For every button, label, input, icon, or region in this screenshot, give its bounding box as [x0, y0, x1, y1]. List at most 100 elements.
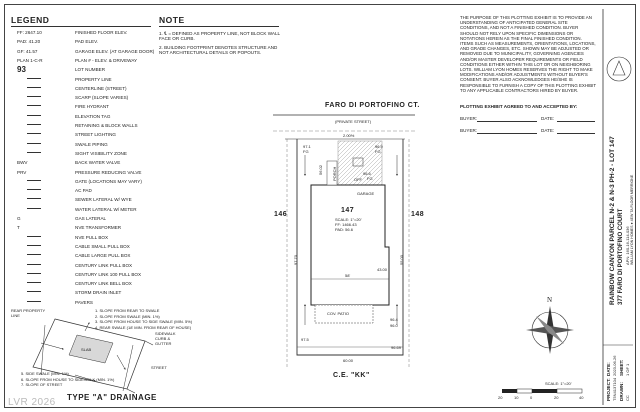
drawn-value: CC [625, 395, 630, 401]
slope-top-label: 2.00% [343, 133, 355, 138]
legend-item-label: LOT NUMBER [75, 67, 106, 73]
project-label: PROJECT: [606, 378, 611, 401]
legend-line-icon [27, 235, 41, 239]
ce-label: C.E. "KK" [333, 372, 370, 379]
drainage-note-top: 4. REAR SWALE (18' MIN. FROM REAR OF HOU… [95, 324, 192, 330]
off-label: OFF [354, 177, 362, 182]
legend-line-icon [27, 198, 41, 201]
dim-label-rear: 60.00 [343, 358, 354, 363]
right-lot-label: 148 [411, 211, 425, 218]
legend-line-icon [27, 133, 41, 136]
scale-bar-label: SCALE: 1"=20' [545, 381, 572, 386]
drainage-diagram [32, 318, 154, 394]
elev-label-6: 96.0 [390, 323, 398, 328]
house-footprint [310, 184, 390, 306]
elev-label-1: 97.1 [303, 144, 311, 149]
legend-item-label: CABLE SMALL PULL BOX [75, 243, 130, 249]
scale-bar [502, 388, 583, 394]
buyer-label-2: BUYER: [460, 128, 478, 133]
legend-item-label: WATER LATERAL W/ METER [75, 206, 137, 212]
drainage-sidewalk-label: SIDEWALK CURB & GUTTER [155, 331, 176, 346]
buyer-signature-line-2[interactable] [477, 133, 537, 134]
elev-fg-1: FG [303, 149, 309, 154]
svg-text:N: N [547, 296, 552, 304]
plot-plan-sheet: LEGEND FF: 2647.10 FINISHED FLOOR ELEV. PA… [4, 4, 636, 408]
scale-tick-4: 20 [554, 395, 559, 400]
date-line-2[interactable] [557, 133, 595, 134]
legend-title: LEGEND [11, 15, 50, 25]
date-label-1: DATE: [541, 116, 555, 121]
north-arrow-icon: N [526, 296, 574, 354]
legend-item-label: PAD ELEV. [75, 39, 98, 45]
note-title: NOTE [159, 15, 185, 25]
drainage-note-top: 2. SLOPE FROM SWALE (MIN. 1%) [95, 313, 160, 319]
legend-item-label: PROPERTY LINE [75, 76, 112, 82]
legend-item-label: STORM DRAIN INLET [75, 290, 122, 296]
purpose-disclaimer: THE PURPOSE OF THIS PLOTTING EXHIBIT IS … [460, 15, 596, 93]
scale-tick-1: 20 [498, 395, 503, 400]
legend-item-label: AC PAD [75, 188, 92, 194]
legend-line-icon [27, 179, 41, 183]
legend-line-icon [27, 244, 41, 248]
sheet-value: 1 OF 1 [625, 363, 630, 376]
legend-line-icon [27, 254, 41, 257]
scale-tick-2: 10 [514, 395, 519, 400]
drainage-note-bottom: 6. SLOPE FROM HOUSE TO SIDEWALK (MIN. 1%… [21, 376, 115, 382]
elev-label-2: 96.9 [375, 144, 383, 149]
legend-item-label: RETAINING & BLOCK WALLS [75, 123, 138, 128]
legend-item-label: FINISHED FLOOR ELEV. [75, 30, 128, 35]
legend-item-label: GATE (LOCATIONS MAY VARY) [75, 178, 142, 184]
date-line-1[interactable] [557, 121, 595, 122]
legend-item-label: SWALE PIPING [75, 141, 108, 147]
site-plan-drawing: N [32, 9, 633, 405]
ff-label: FF: 1466.43 [335, 222, 357, 227]
legend-symbol: FF: 2647.10 [17, 30, 42, 35]
drainage-note-top: 1. SLOPE FROM REAR TO SWALE [95, 308, 160, 313]
builder-logo-icon [606, 56, 632, 82]
legend-item-label: CABLE LARGE PULL BOX [75, 253, 131, 259]
lot-number-label: 147 [341, 207, 355, 214]
note-line-2: 2. BUILDING FOOTPRINT DENOTES STRUCTURE … [159, 45, 278, 56]
left-lot-label: 146 [274, 211, 288, 218]
covered-patio-outline [314, 304, 374, 324]
date-label-2: DATE: [541, 128, 555, 133]
legend-line-icon [27, 77, 41, 81]
legend-item-label: ELEVATION TAG [75, 113, 111, 119]
legend-symbol: BWV [17, 160, 28, 166]
legend-item-label: PLAN # - ELEV. & DRIVEWAY [75, 57, 138, 63]
dim-label-58: 58' [345, 273, 351, 278]
legend-line-icon [27, 124, 41, 127]
buyer-label-1: BUYER: [460, 116, 478, 121]
sheet-label: SHEET: [619, 359, 624, 376]
scale-tick-3: 0 [530, 395, 533, 400]
dim-label-side-left: 97.70 [293, 254, 298, 265]
drainage-rear-label: REAR PROPERTY LINE [11, 308, 46, 318]
legend-line-icon [27, 189, 41, 192]
drainage-slab-label: SLAB [81, 347, 92, 352]
legend-line-icon [27, 96, 41, 99]
lot-boundary [296, 139, 404, 356]
legend-symbol: PRV [17, 169, 27, 175]
legend-item-label: CENTURY LINK PULL BOX [75, 262, 133, 268]
title-main: RAINBOW CANYON PARCEL N-2 & N-3 PH-2 - L… [609, 136, 616, 305]
elev-fg-2: FG [375, 149, 381, 154]
buyer-signature-line-1[interactable] [477, 121, 537, 122]
legend-item-label: STREET LIGHTING [75, 132, 117, 138]
legend-line-icon [27, 272, 41, 276]
legend-line-icon [27, 142, 41, 146]
legend-item-label: PRESSURE REDUCING VALVE [75, 169, 142, 175]
legend-line-icon [27, 86, 41, 90]
legend-line-icon [27, 114, 41, 118]
street-name-label: FARO DI PORTOFINO CT. [325, 102, 420, 109]
porch-label: PORCH [332, 166, 337, 181]
dim-label-corner: 96.69 [391, 345, 402, 350]
legend-item-label: GAS LATERAL [75, 216, 107, 221]
title-builder: WILLIAM LYON HOMES ● 4EW TA FLOOR MERRIO… [630, 174, 634, 265]
legend-item-label: SCARP (SLOPE VARIES) [75, 95, 129, 101]
legend-symbol: 93 [17, 65, 26, 75]
legend-item-label: NVE TRANSFORMER [75, 225, 122, 231]
drainage-street-label: STREET [151, 365, 167, 370]
drainage-note-bottom: 7. SLOPE OF STREET [21, 382, 63, 388]
legend-symbol: PAD: 41.20 [17, 39, 41, 45]
dim-label-side-right: 55.00 [399, 254, 404, 265]
